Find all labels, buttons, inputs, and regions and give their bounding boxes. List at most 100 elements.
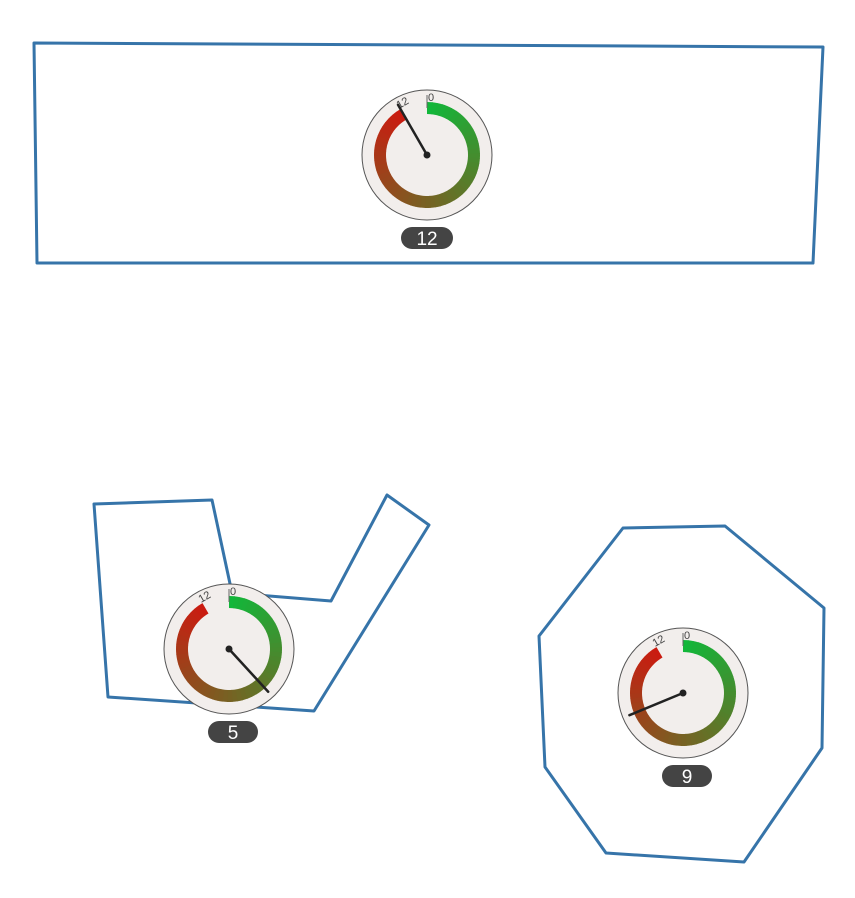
gauge-max-label: 12 — [651, 633, 668, 650]
gauge-zone-octagon: 0 12 9 — [617, 627, 749, 788]
gauge-arc-segment — [374, 162, 388, 171]
gauge-arc-segment — [388, 114, 401, 127]
gauge-arc-segment — [638, 659, 652, 672]
gauge-arc-segment — [462, 128, 476, 139]
gauge-arc-segment — [264, 622, 278, 633]
gauge-arc-segment — [630, 696, 643, 704]
gauge-hub — [225, 645, 233, 653]
gauge-hub — [423, 151, 431, 159]
gauge-arc-segment — [179, 624, 193, 635]
gauge-arc-segment — [176, 633, 190, 642]
gauge-arc-segment — [374, 144, 387, 152]
gauge-arc-segment — [376, 166, 390, 176]
gauge-arc-segment — [265, 662, 279, 673]
gauge-arc-segment — [686, 640, 694, 653]
gauge-arc-segment — [445, 107, 457, 121]
gauge-arc-segment — [396, 188, 408, 202]
gauge-arc-segment — [719, 706, 733, 717]
gauge-arc-segment — [633, 668, 647, 679]
gauge-arc-segment — [710, 720, 723, 733]
gauge-arc-segment — [635, 711, 649, 723]
gauge-arc-segment — [693, 731, 702, 745]
gauge-arc-segment — [194, 605, 206, 619]
gauge-arc-segment — [449, 110, 461, 124]
gauge-arc-segment — [269, 651, 282, 658]
value-badge-text: 5 — [228, 723, 239, 744]
value-badge — [662, 765, 712, 787]
gauge-arc-segment — [690, 640, 699, 654]
gauge-arc-segment — [721, 676, 735, 685]
gauge-min-label: 0 — [428, 92, 434, 104]
gauge-arc-segment — [701, 645, 713, 659]
gauge-arc-segment — [405, 192, 415, 206]
zone-outline-rectangle — [32, 41, 825, 265]
gauge-arc-segment — [236, 596, 245, 610]
gauge-arc-segment — [722, 681, 736, 689]
value-badge — [401, 227, 453, 249]
gauge-arc-segment — [430, 102, 438, 115]
gauge-arc-segment — [437, 193, 446, 207]
gauge-max-label: 12 — [197, 589, 214, 606]
gauge-arc-segment — [374, 139, 388, 148]
gauge-arc-segment — [176, 656, 190, 665]
gauge-arc-segment — [465, 138, 479, 147]
gauge-arc-segment — [242, 685, 253, 699]
gauge-arc-segment — [632, 673, 646, 682]
gauge-arc-segment — [376, 135, 390, 144]
gauge-arc-segment — [232, 596, 240, 609]
gauge-arc-segment — [718, 666, 732, 677]
gauge-arc-segment — [644, 652, 657, 665]
gauge-arc-segment — [400, 190, 411, 204]
gauge-arc-segment — [268, 637, 282, 645]
gauge-arc-segment — [181, 667, 195, 679]
gauge-arc-segment — [176, 638, 189, 646]
gauge-arc-segment — [379, 126, 393, 137]
gauge-arc-segment — [187, 674, 200, 687]
gauge-arc-segment — [723, 695, 736, 702]
gauge-arc-segment — [641, 718, 654, 731]
gauge-arc-segment — [708, 651, 721, 664]
gauge-arc-segment — [716, 662, 730, 674]
gauge-arc-segment — [385, 180, 398, 193]
gauge-arc-segment — [713, 717, 726, 729]
gauge-arc-segment — [198, 603, 209, 616]
gauge-arc-segment — [392, 111, 404, 125]
gauge-arc-segment — [374, 158, 387, 166]
gauge-arc-segment — [696, 729, 707, 743]
gauge-arc-segment — [202, 684, 213, 698]
gauge-arc-segment — [207, 686, 217, 700]
gauge-arc-segment — [721, 703, 735, 712]
gauge-arc-segment — [198, 682, 210, 696]
gauge-arc-segment — [184, 671, 198, 683]
gauge-arc-segment — [463, 168, 477, 179]
gauge-arc-segment — [240, 598, 250, 612]
zone-outline-octagon — [537, 524, 826, 864]
value-badge-text: 9 — [682, 767, 693, 788]
gauge-arc-segment — [698, 643, 708, 657]
gauge-arc-segment — [239, 687, 248, 701]
gauge-arc-segment — [181, 620, 195, 631]
gauge-arc-segment — [268, 655, 282, 663]
gauge-arc-segment — [438, 104, 448, 118]
gauge-arc-segment — [630, 677, 644, 686]
gauge-arc-segment — [458, 120, 471, 132]
gauge-arc-segment — [444, 189, 455, 203]
value-badge — [208, 721, 258, 743]
gauge-min-label: 0 — [230, 586, 236, 598]
gauge-arc-segment — [447, 187, 459, 201]
gauge-hub — [679, 689, 687, 697]
gauge-arc-segment — [648, 649, 660, 663]
gauge-arc-segment — [722, 699, 736, 707]
gauge-arc-segment — [262, 618, 276, 630]
gauge-arc-segment — [670, 732, 679, 746]
gauge-arc-segment — [379, 173, 393, 185]
gauge-arc-segment — [257, 610, 270, 623]
gauge-arc-segment — [460, 124, 474, 136]
gauge-arc-segment — [392, 186, 404, 199]
gauge-arc-segment — [685, 733, 692, 746]
gauge-arc-segment — [652, 647, 663, 660]
gauge-arc-segment — [641, 656, 654, 668]
gauge-arc-segment — [451, 185, 463, 198]
gauge-arc-segment — [464, 133, 478, 143]
